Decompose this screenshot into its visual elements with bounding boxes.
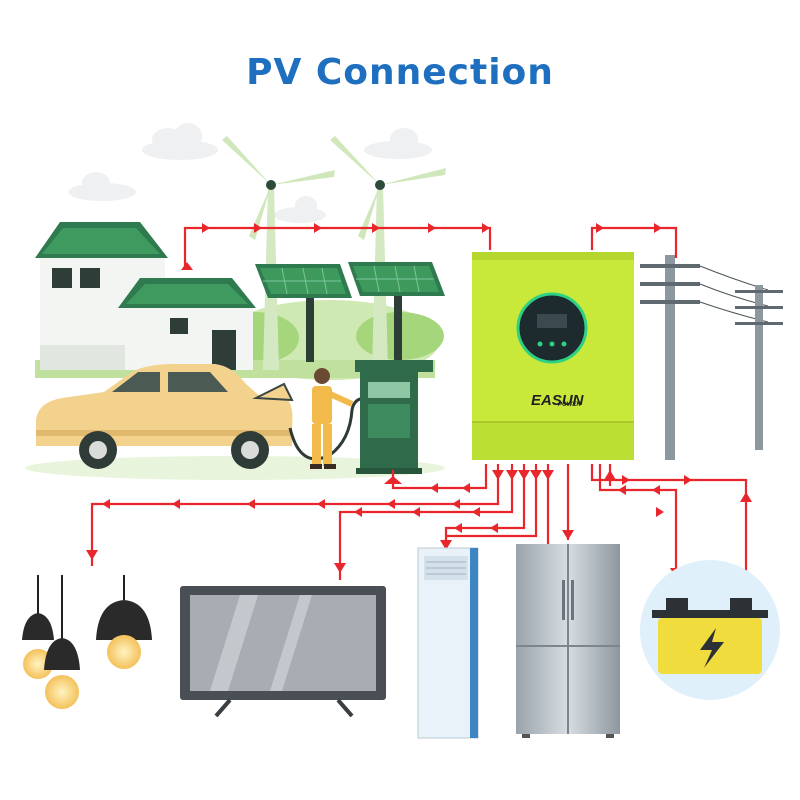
battery-icon [640, 560, 780, 700]
page-title: PV Connection [246, 52, 554, 93]
car-icon [36, 364, 294, 469]
cloud-icon [274, 196, 326, 223]
house-icon [118, 278, 256, 370]
solar-panel-icon [255, 264, 352, 362]
cloud-icon [68, 172, 136, 201]
solar-panel-icon [348, 262, 445, 362]
power-flow-lines [90, 226, 748, 590]
light-bulb-icon [22, 575, 54, 679]
inverter-brand: EASUN [531, 392, 585, 409]
air-conditioner-icon [417, 547, 479, 739]
utility-pole-icon [640, 255, 769, 460]
person-icon [310, 368, 354, 469]
inverter-icon: EASUN POWER [472, 252, 634, 460]
utility-pole-icon [735, 285, 783, 450]
cloud-icon [142, 123, 218, 160]
light-bulb-icon [96, 575, 152, 669]
inverter-brand-sub: POWER [558, 402, 581, 408]
light-bulb-icon [44, 575, 80, 709]
arrow-icon [181, 262, 193, 270]
refrigerator-icon [516, 544, 620, 738]
cloud-icon [364, 128, 432, 159]
tv-icon [180, 586, 386, 718]
charging-station-icon [288, 360, 433, 474]
